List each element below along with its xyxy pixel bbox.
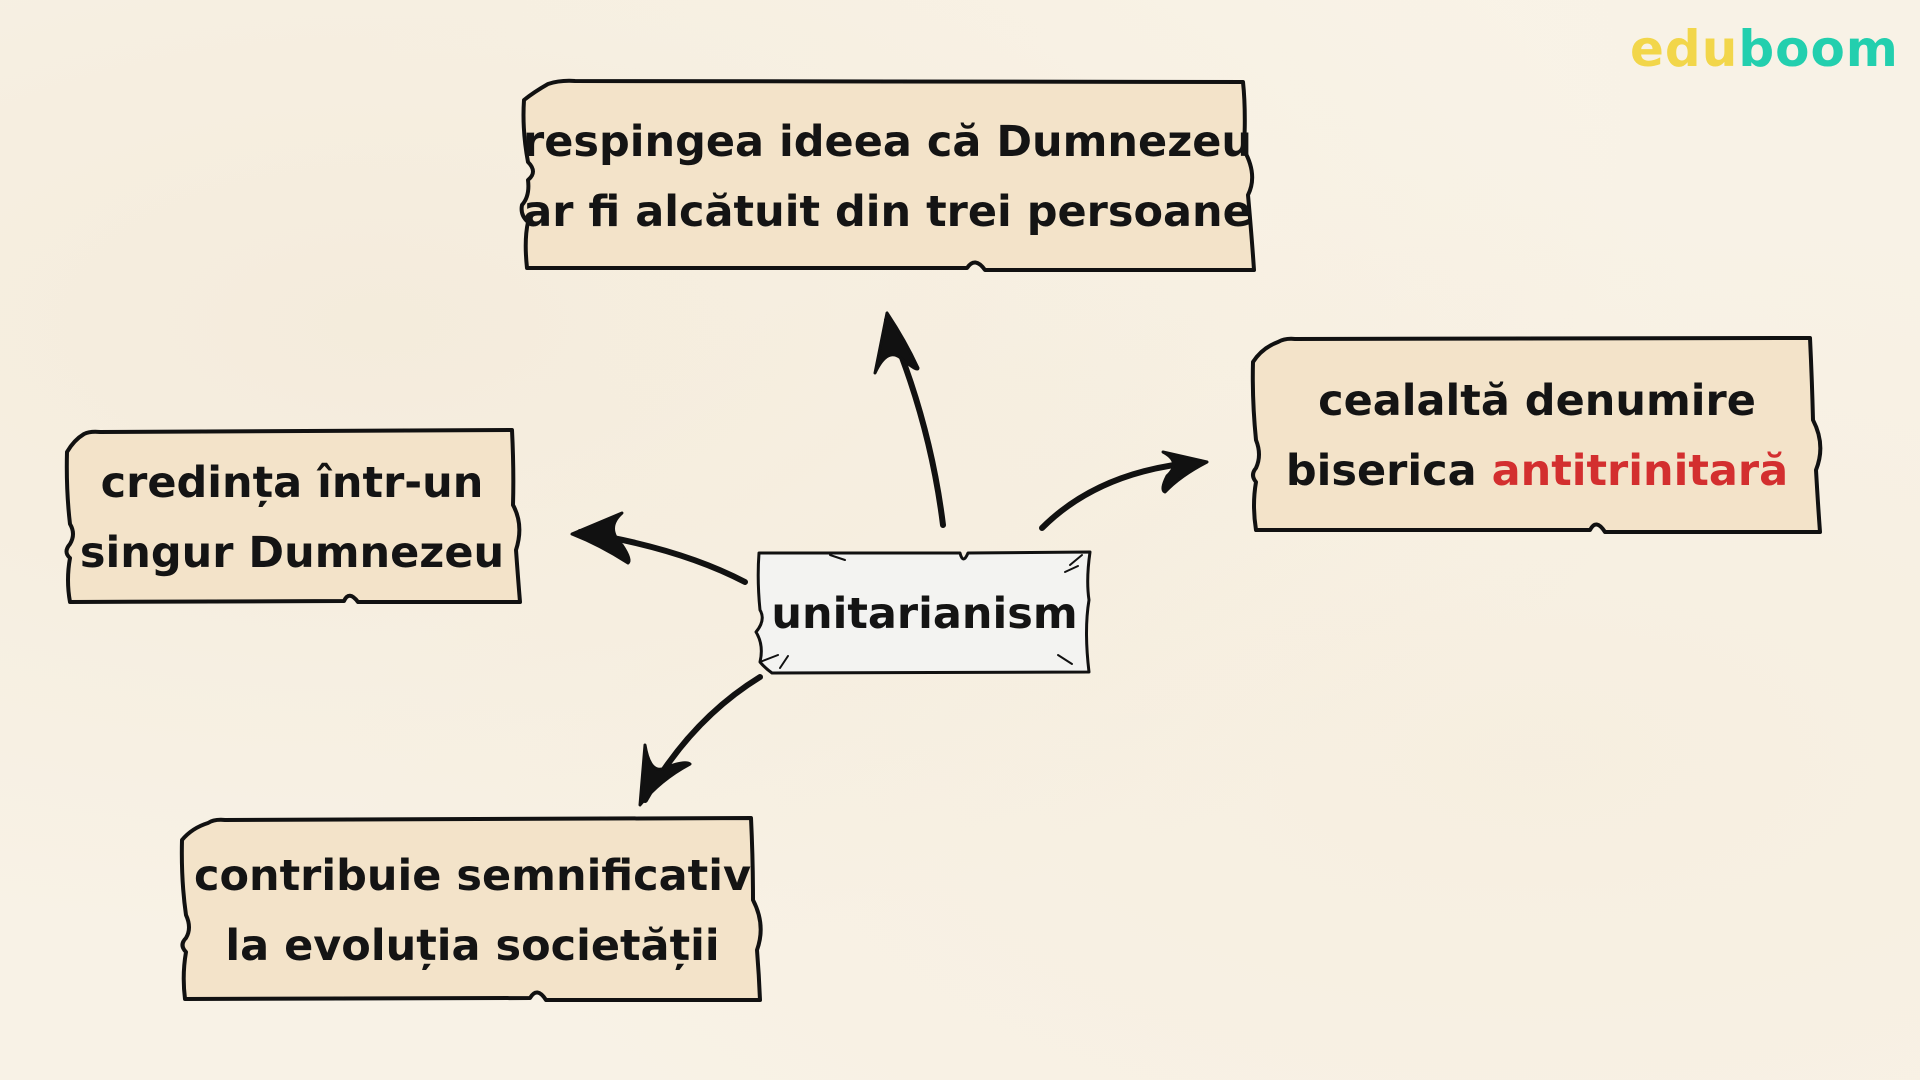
node-right-line-2: biserica antitrinitară — [1286, 436, 1788, 506]
node-left-line-2: singur Dumnezeu — [79, 528, 505, 578]
arrowhead-top — [873, 311, 920, 375]
logo-edu: edu — [1630, 20, 1739, 78]
node-top-line-2: ar fi alcătuit din trei persoane — [523, 187, 1252, 237]
left-box-frame — [64, 428, 522, 604]
node-left: credința într-un singur Dumnezeu — [72, 437, 512, 599]
node-bottom-line-2: la evoluția societății — [225, 921, 720, 971]
center-box-frame — [754, 550, 1092, 675]
node-right-accent: antitrinitară — [1491, 446, 1789, 496]
top-box-frame — [519, 78, 1256, 272]
node-right-prefix: biserica — [1285, 446, 1492, 496]
arrowhead-left — [570, 511, 631, 565]
center-box-scratches — [759, 554, 1083, 669]
node-center: unitarianism — [762, 556, 1087, 671]
arrowhead-right — [1161, 450, 1209, 494]
node-top: respingea ideea că Dumnezeu ar fi alcătu… — [523, 88, 1252, 266]
node-top-line-1: respingea ideea că Dumnezeu — [522, 117, 1253, 167]
node-left-line-1: credința într-un — [100, 458, 484, 508]
node-right-line-1: cealaltă denumire — [1318, 376, 1756, 426]
node-right: cealaltă denumire biserica antitrinitară — [1262, 345, 1812, 527]
node-bottom-line-1: contribuie semnificativ — [193, 851, 752, 901]
eduboom-logo: eduboom — [1630, 20, 1899, 78]
right-box-frame — [1250, 336, 1823, 534]
bottom-box-frame — [179, 816, 763, 1002]
logo-boom: boom — [1738, 20, 1899, 78]
node-bottom: contribuie semnificativ la evoluția soci… — [190, 825, 755, 997]
node-center-label: unitarianism — [771, 588, 1078, 639]
arrowhead-bottom — [638, 743, 692, 807]
